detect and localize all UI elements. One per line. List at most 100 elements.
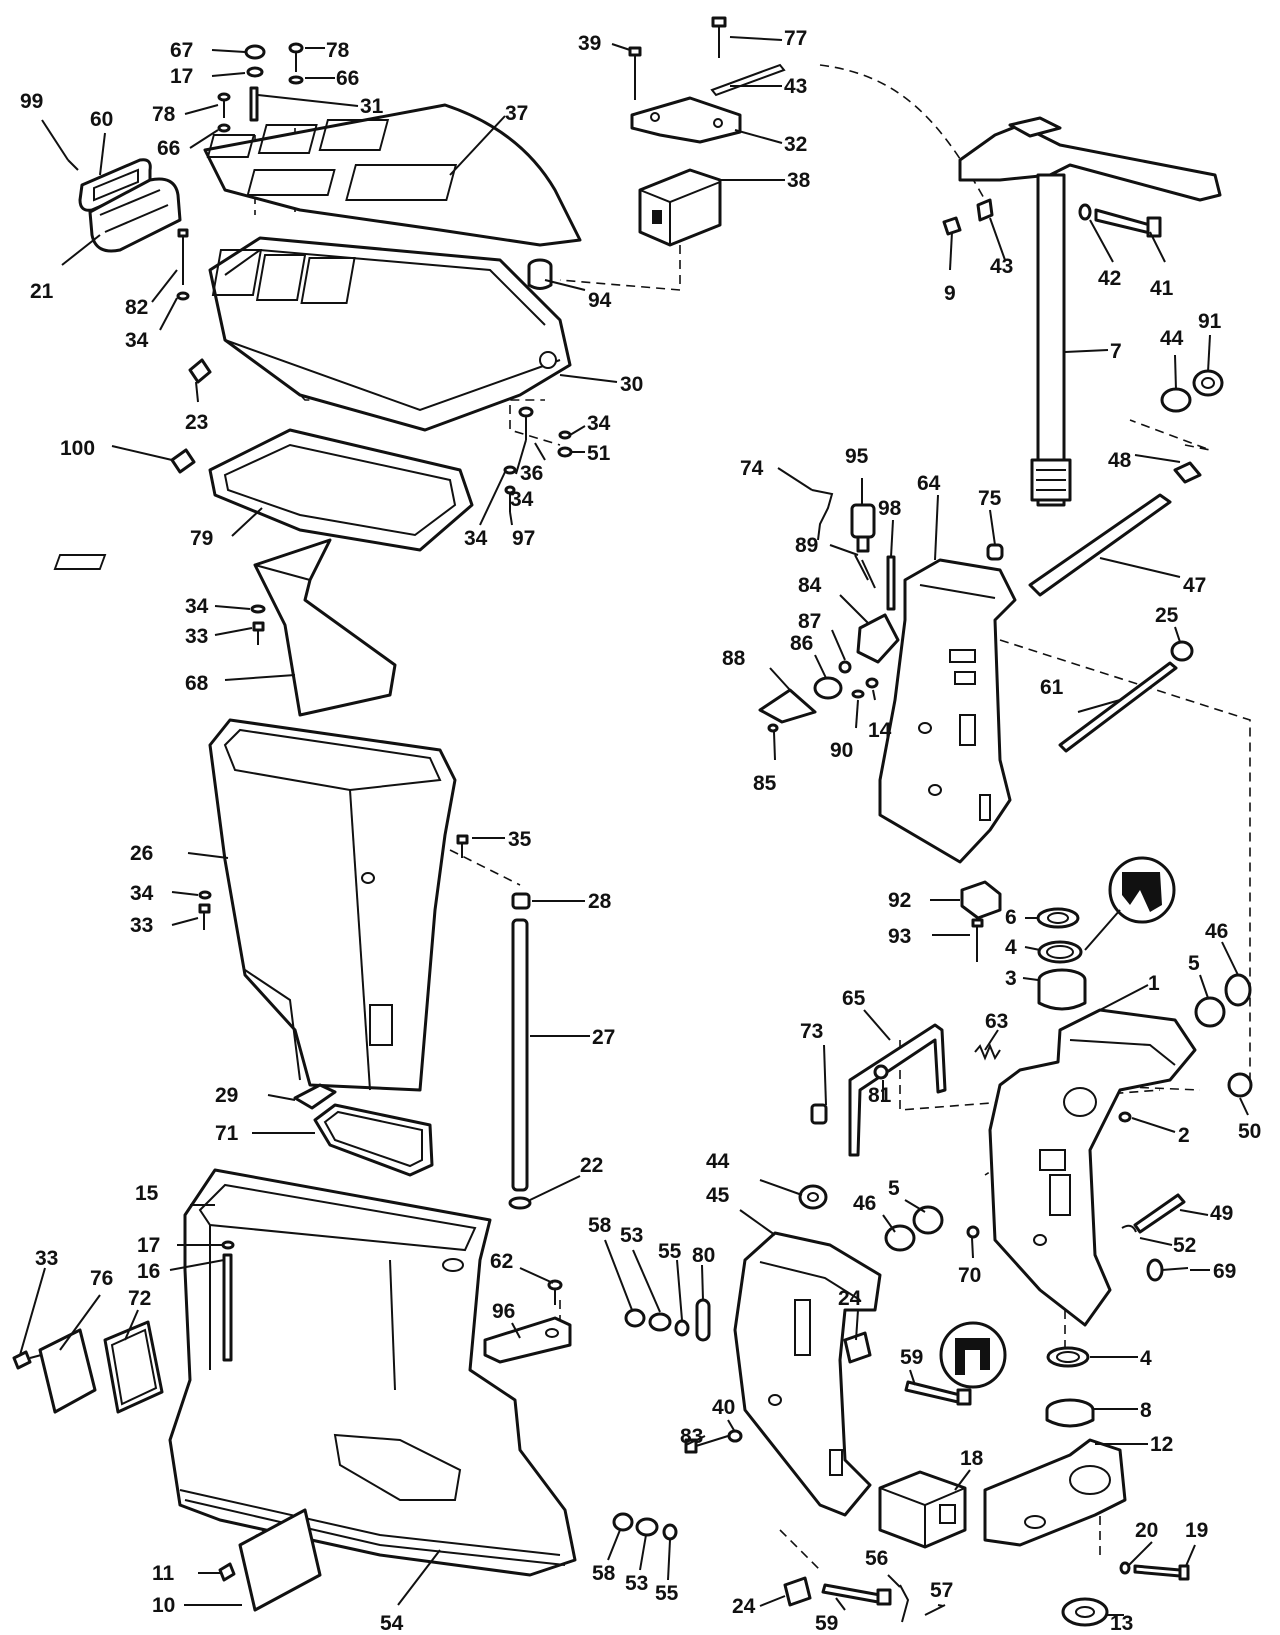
part-34-washer-c [503, 465, 517, 475]
part-34-washer-f [198, 890, 212, 900]
callout-62: 62 [490, 1250, 513, 1273]
part-67-nut [244, 44, 266, 60]
part-59b-bolt [821, 1583, 892, 1606]
part-94-grommet [527, 258, 553, 290]
part-93-screw [971, 918, 984, 962]
callout-73: 73 [800, 1020, 823, 1043]
callout-92: 92 [888, 889, 911, 912]
part-6-washer [1036, 907, 1080, 929]
callout-82: 82 [125, 296, 148, 319]
callout-13: 13 [1110, 1612, 1133, 1635]
callout-84: 84 [798, 574, 822, 597]
part-49-pin [1133, 1193, 1186, 1234]
callout-37: 37 [505, 102, 528, 125]
callout-19: 19 [1185, 1519, 1208, 1542]
callout-63: 63 [985, 1010, 1008, 1033]
part-43-clip [710, 63, 786, 97]
part-37-gasket [203, 103, 582, 247]
part-58b-bushing [612, 1512, 634, 1532]
part-20-washer [1119, 1561, 1131, 1575]
callout-55: 55 [658, 1240, 682, 1263]
callout-90: 90 [830, 739, 853, 762]
part-53b-nut [635, 1517, 659, 1537]
part-45-clamp-bracket [733, 1231, 882, 1517]
callout-86: 86 [790, 632, 813, 655]
callout-59: 59 [815, 1612, 838, 1635]
part-46a-washer [1224, 973, 1252, 1007]
callout-44: 44 [1160, 327, 1184, 350]
part-69-screw [1146, 1258, 1189, 1282]
part-86-spring [813, 676, 843, 700]
callout-43: 43 [784, 75, 807, 98]
part-40-washer [727, 1429, 743, 1443]
part-24a-plate [843, 1331, 872, 1364]
callout-14: 14 [868, 719, 892, 742]
callout-77: 77 [784, 27, 807, 50]
callout-69: 69 [1213, 1260, 1236, 1283]
part-75-plug [986, 543, 1004, 561]
callout-labels: 67 78 17 66 99 60 78 31 66 37 39 77 43 3… [20, 27, 1261, 1635]
part-56-clip [899, 1584, 910, 1623]
callout-20: 20 [1135, 1519, 1158, 1542]
callout-1: 1 [1148, 972, 1160, 995]
callout-4: 4 [1005, 936, 1017, 959]
callout-81: 81 [868, 1084, 892, 1107]
callout-74: 74 [740, 457, 764, 480]
part-8-bearing [1045, 1398, 1095, 1428]
callout-33: 33 [185, 625, 208, 648]
part-63-spring [974, 1043, 1001, 1061]
part-33-screw-a [252, 621, 265, 645]
part-35-screw [456, 834, 469, 858]
callout-66: 66 [336, 67, 359, 90]
callout-34: 34 [464, 527, 488, 550]
callout-95: 95 [845, 445, 869, 468]
callout-91: 91 [1198, 310, 1222, 333]
callout-24: 24 [838, 1287, 862, 1310]
callout-61: 61 [1040, 676, 1064, 699]
callout-35: 35 [508, 828, 532, 851]
callout-59: 59 [900, 1346, 923, 1369]
callout-24: 24 [732, 1595, 756, 1618]
part-70-screw [966, 1225, 980, 1239]
callout-4: 4 [1140, 1347, 1152, 1370]
callout-76: 76 [90, 1267, 113, 1290]
callout-26: 26 [130, 842, 153, 865]
callout-15: 15 [135, 1182, 159, 1205]
part-7-steering-arm [958, 116, 1222, 507]
part-53a-nut [648, 1312, 672, 1332]
callout-71: 71 [215, 1122, 239, 1145]
part-95-plunger [850, 503, 876, 553]
callout-79: 79 [190, 527, 213, 550]
callout-97: 97 [512, 527, 535, 550]
part-90-washer [851, 689, 865, 699]
callout-44: 44 [706, 1150, 730, 1173]
part-55a-washer [674, 1319, 690, 1337]
callout-31: 31 [360, 95, 384, 118]
callout-32: 32 [784, 133, 807, 156]
part-76-plate [38, 1328, 97, 1414]
parts [12, 16, 1253, 1627]
callout-39: 39 [578, 32, 601, 55]
part-15-driveshaft-housing [168, 1168, 577, 1577]
part-34-washer-e [250, 604, 266, 614]
part-96-plate [483, 1316, 572, 1364]
part-61-rod [1058, 661, 1178, 753]
callout-45: 45 [706, 1184, 730, 1207]
callout-67: 67 [170, 39, 193, 62]
part-79-gasket [208, 428, 474, 552]
part-25-nut [1170, 640, 1194, 662]
callout-36: 36 [520, 462, 543, 485]
callout-38: 38 [787, 169, 811, 192]
callout-34: 34 [130, 882, 154, 905]
callout-48: 48 [1108, 449, 1132, 472]
callout-17: 17 [137, 1234, 160, 1257]
part-58a-bushing [624, 1308, 646, 1328]
callout-94: 94 [588, 289, 612, 312]
callout-98: 98 [878, 497, 902, 520]
part-81-washer [873, 1064, 889, 1080]
part-83-bolt [684, 1435, 729, 1454]
callout-34: 34 [125, 329, 149, 352]
callout-46: 46 [1205, 920, 1228, 943]
part-34-washer-b [558, 430, 572, 440]
part-64-swivel-bracket [878, 558, 1017, 864]
